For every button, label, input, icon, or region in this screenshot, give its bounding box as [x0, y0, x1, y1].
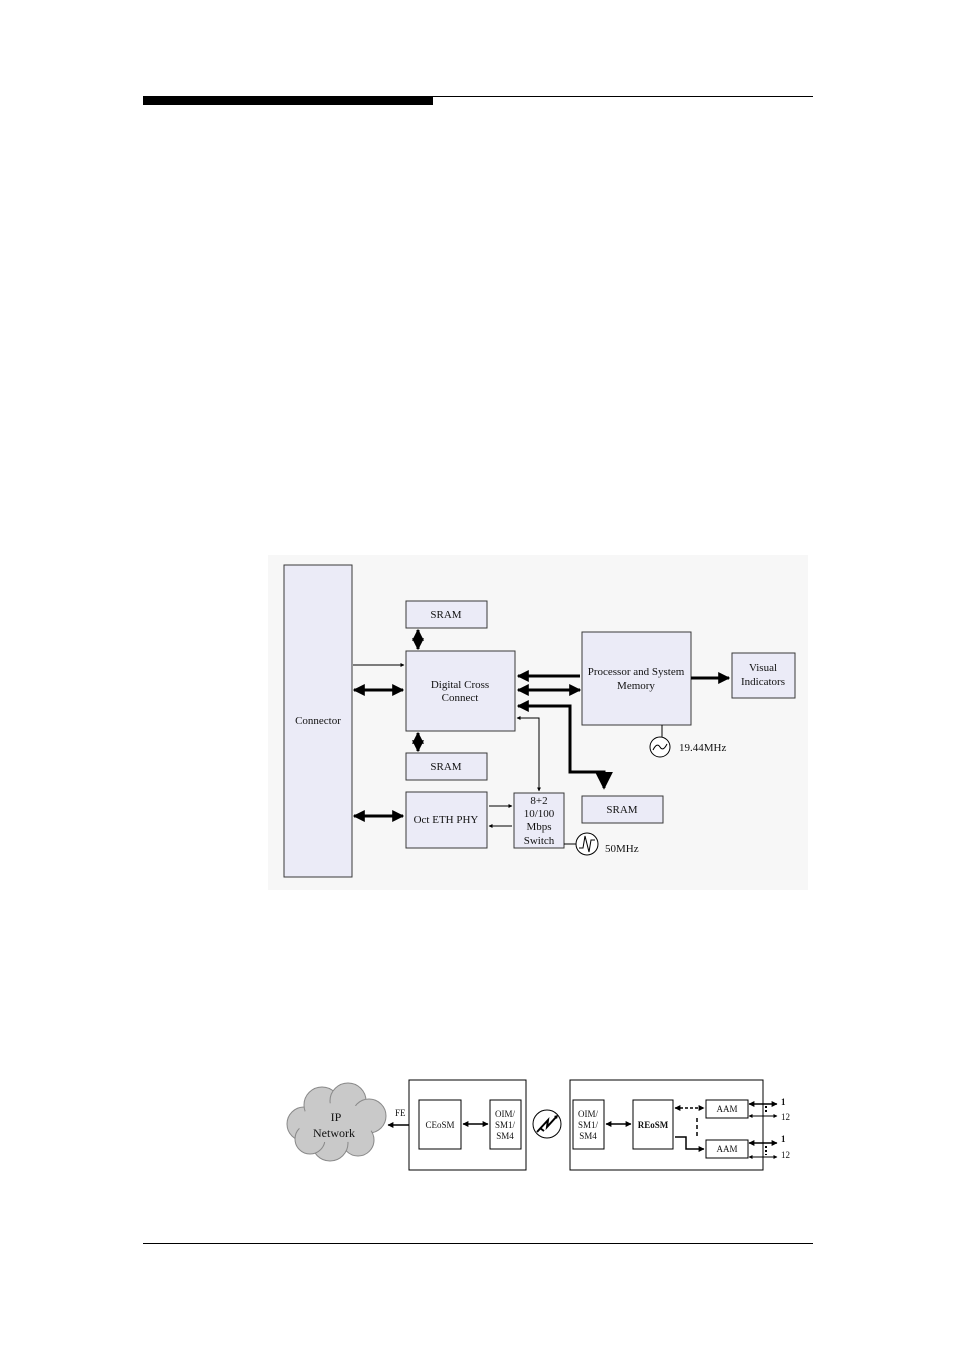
oim-left-line2: SM1/ [495, 1120, 516, 1130]
sram-bottom-label: SRAM [430, 761, 461, 773]
cloud-label-line2: Network [313, 1126, 355, 1140]
clock-19mhz-label: 19.44MHz [679, 742, 726, 754]
ip-network-cloud: IP Network [287, 1083, 386, 1161]
port-top-1: 1 [781, 1097, 786, 1107]
aam-top-label: AAM [716, 1104, 737, 1114]
connector-label: Connector [295, 715, 341, 727]
reosm-label: REoSM [638, 1120, 669, 1130]
processor-label-line1: Processor and System [588, 666, 685, 678]
dcc-label-line2: Connect [442, 692, 479, 704]
eth-phy-label: Oct ETH PHY [414, 814, 479, 826]
port-bottom-1: 1 [781, 1134, 786, 1144]
digital-cross-connect-block: Digital Cross Connect [406, 651, 515, 731]
ceosm-block: CEoSM [419, 1100, 461, 1149]
oim-right-line3: SM4 [579, 1131, 597, 1141]
oim-left-line1: OIM/ [495, 1109, 515, 1119]
oim-right-block: OIM/ SM1/ SM4 [573, 1100, 604, 1149]
visual-label-line2: Indicators [741, 676, 785, 688]
switch-label-line4: Switch [524, 835, 555, 847]
oim-right-line1: OIM/ [578, 1109, 598, 1119]
oim-left-line3: SM4 [496, 1131, 514, 1141]
fe-label: FE [395, 1108, 406, 1118]
processor-block: Processor and System Memory [582, 632, 691, 725]
switch-label-line2: 10/100 [524, 808, 555, 820]
network-diagram: IP Network FE CEoSM OIM/ SM1/ SM4 [287, 1080, 790, 1170]
switch-label-line3: Mbps [526, 821, 551, 833]
aam-top-block: AAM [706, 1100, 748, 1118]
aam-bottom-label: AAM [716, 1144, 737, 1154]
switch-label-line1: 8+2 [530, 795, 547, 807]
visual-label-line1: Visual [749, 662, 777, 674]
sram-right-block: SRAM [582, 796, 663, 823]
oim-right-line2: SM1/ [578, 1120, 599, 1130]
dcc-label-line1: Digital Cross [431, 679, 489, 691]
visual-indicators-block: Visual Indicators [732, 653, 795, 698]
eth-phy-block: Oct ETH PHY [406, 792, 487, 848]
port-top-12: 12 [781, 1112, 790, 1122]
clock-50mhz-label: 50MHz [605, 843, 639, 855]
oim-left-block: OIM/ SM1/ SM4 [490, 1100, 521, 1149]
block-diagram: Connector SRAM Digital Cross Connect SRA… [268, 555, 808, 890]
sram-bottom-block: SRAM [406, 753, 487, 780]
switch-block: 8+2 10/100 Mbps Switch [514, 793, 564, 848]
port-bottom-12: 12 [781, 1150, 790, 1160]
sram-top-block: SRAM [406, 601, 487, 628]
ceosm-label: CEoSM [425, 1120, 454, 1130]
aam-bottom-block: AAM [706, 1140, 748, 1158]
cloud-label-line1: IP [331, 1110, 342, 1124]
radio-link-icon [533, 1110, 561, 1138]
sram-right-label: SRAM [606, 804, 637, 816]
processor-label-line2: Memory [617, 680, 655, 692]
reosm-block: REoSM [633, 1100, 673, 1149]
connector-block: Connector [284, 565, 352, 877]
sram-top-label: SRAM [430, 609, 461, 621]
